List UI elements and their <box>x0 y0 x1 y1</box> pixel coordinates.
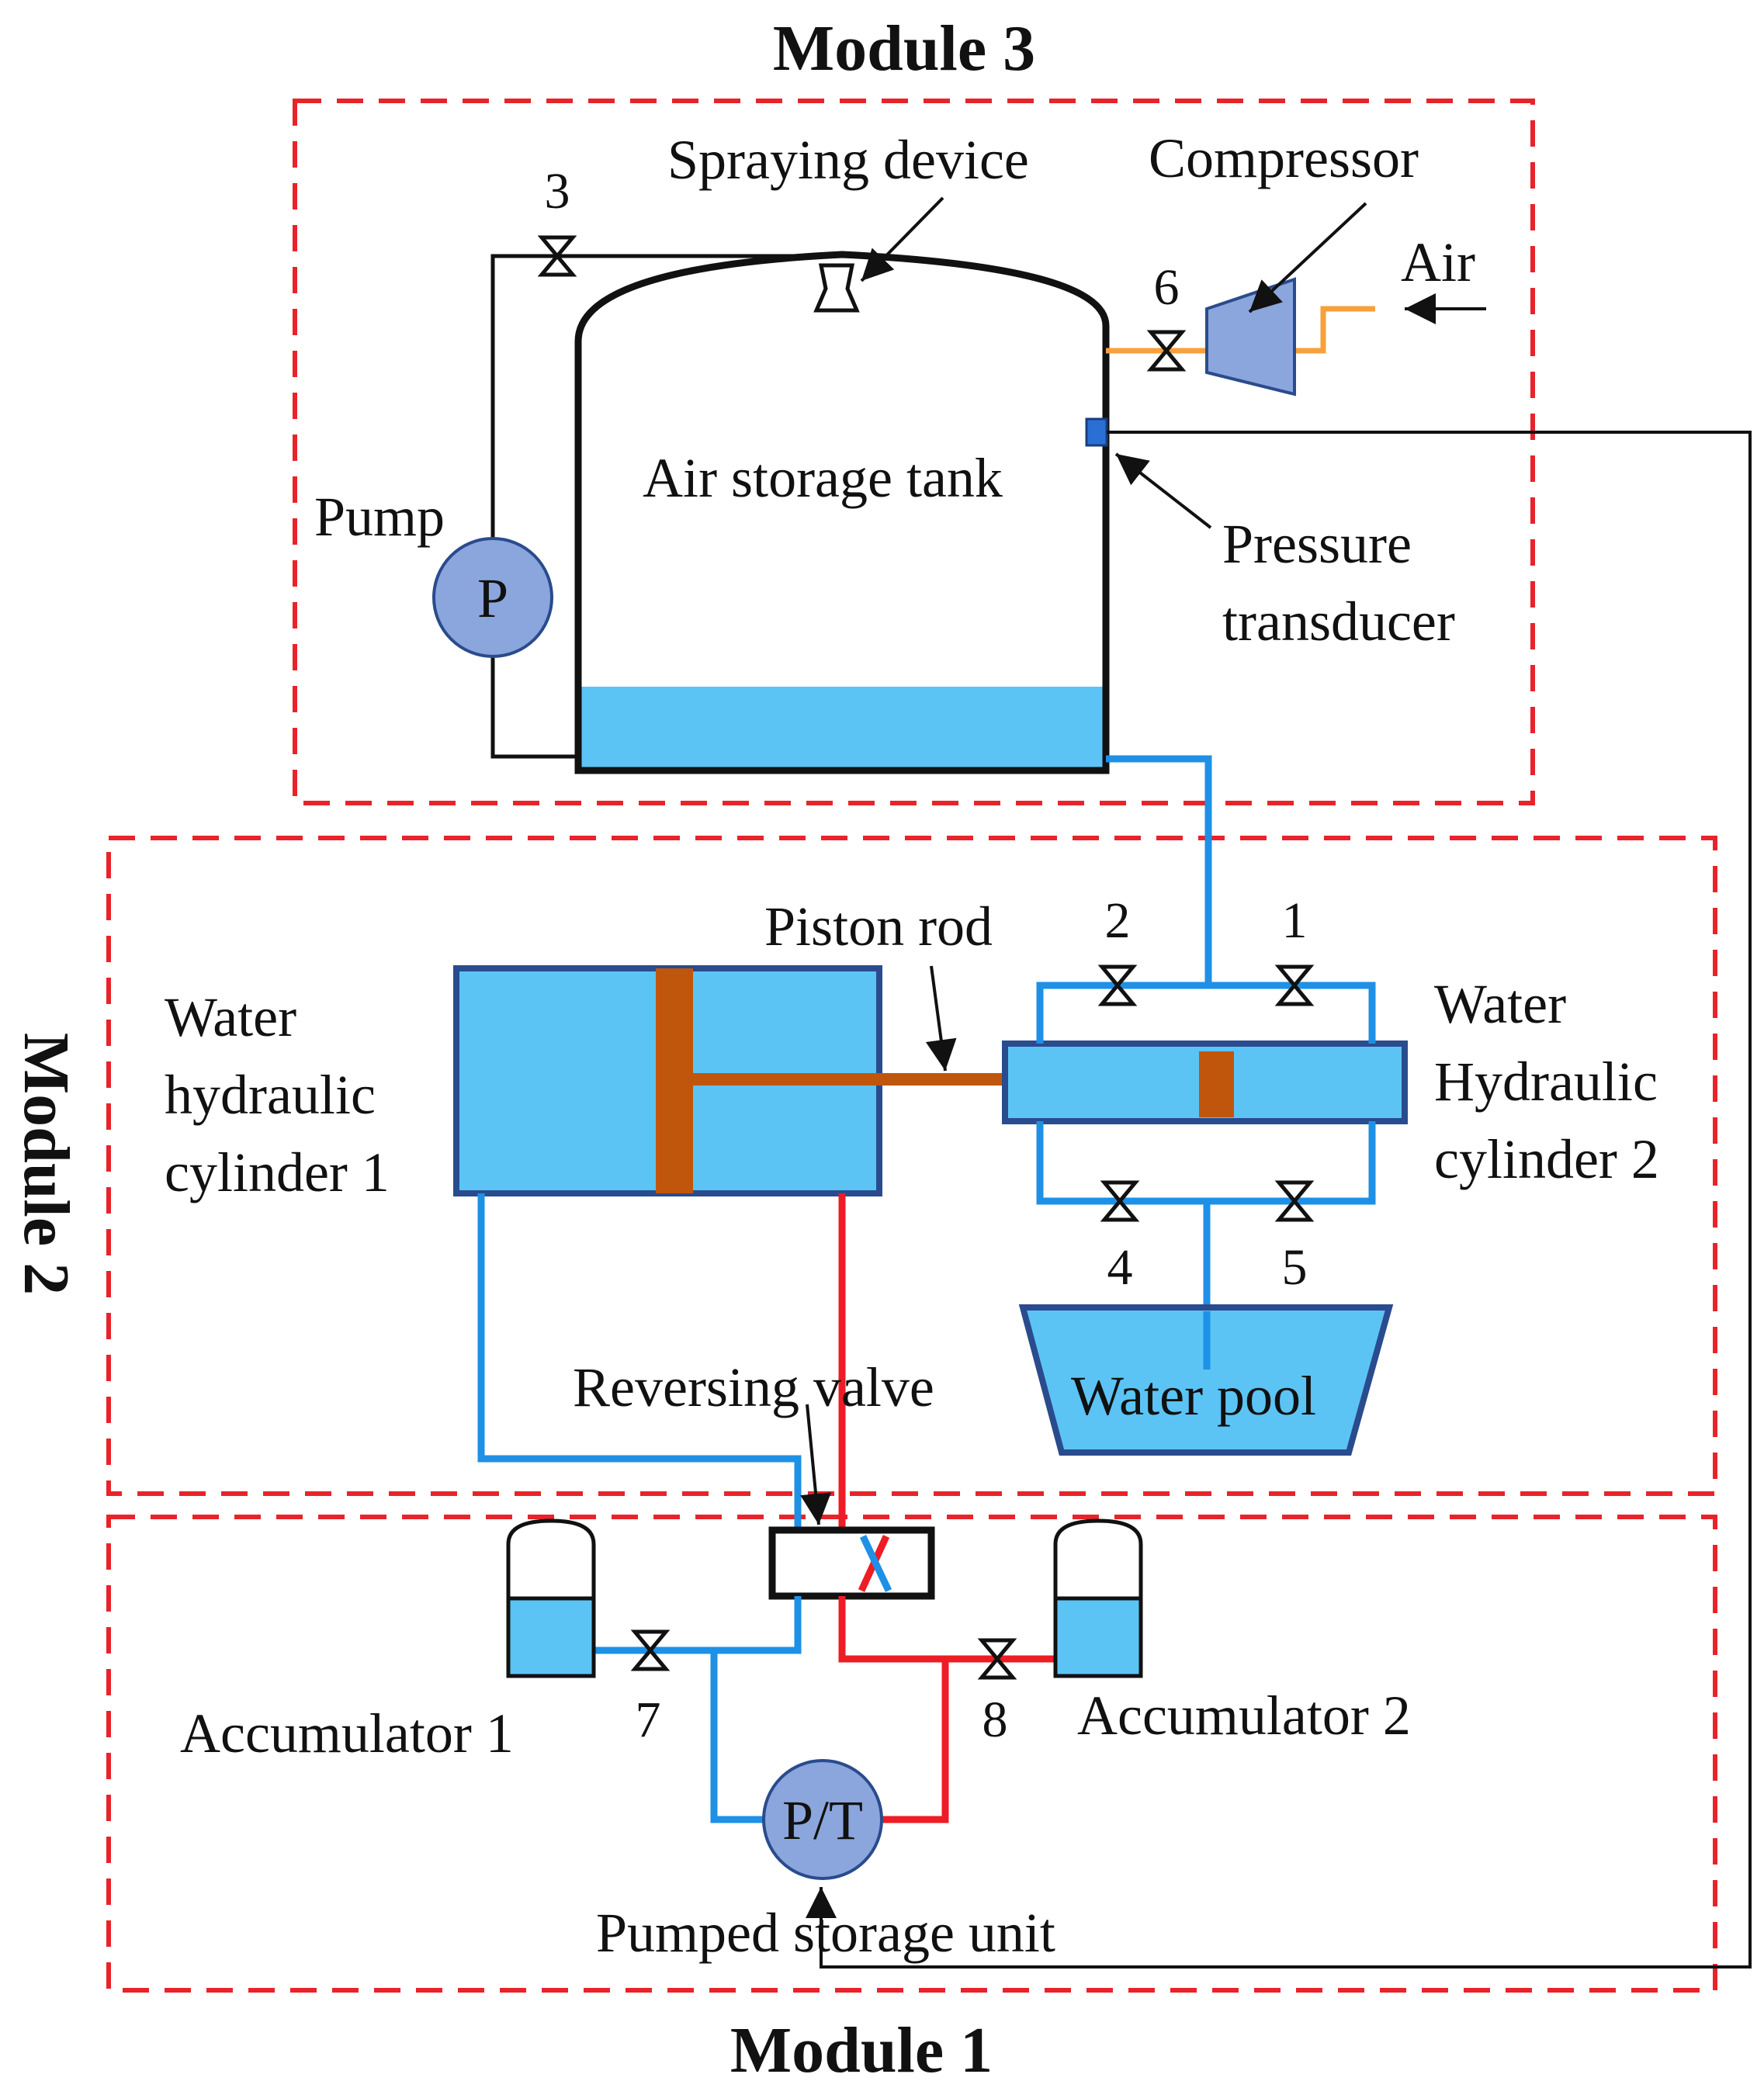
spraying-device-pointer <box>860 196 944 282</box>
cylinder-2-label-2: Hydraulic <box>1434 1051 1658 1113</box>
pressure-transducer-pointer <box>1114 452 1212 529</box>
valve-5-label: 5 <box>1282 1239 1308 1296</box>
module1-title: Module 1 <box>730 2014 993 2086</box>
module3-box <box>293 99 1535 805</box>
pressure-transducer-label-2: transducer <box>1222 590 1455 653</box>
cylinder-2-piston <box>1199 1051 1234 1117</box>
reversing-valve[interactable] <box>768 1526 935 1600</box>
cyl2-upper-loop <box>1036 982 1376 1044</box>
module2-title: Module 2 <box>10 1033 82 1295</box>
reversing-valve-blue-cross <box>859 1535 892 1592</box>
accumulator-2-label: Accumulator 2 <box>1077 1685 1411 1747</box>
pumped-storage-unit[interactable] <box>762 1759 883 1880</box>
compressor-label: Compressor <box>1149 127 1419 189</box>
compressor-icon[interactable] <box>1205 277 1296 396</box>
valve-7-label: 7 <box>636 1692 661 1748</box>
water-pool <box>1018 1304 1394 1456</box>
tank-water <box>578 687 1106 770</box>
module3-title: Module 3 <box>773 12 1035 85</box>
cyl2-lower-loop <box>1036 1121 1376 1205</box>
accumulator-1-label: Accumulator 1 <box>180 1702 514 1764</box>
module2-box <box>106 836 1717 1496</box>
pt-blue-pipe <box>710 1650 768 1823</box>
valve-4-label: 4 <box>1107 1239 1133 1296</box>
module1-box <box>106 1515 1717 1993</box>
air-label: Air <box>1401 231 1475 293</box>
spraying-device-label: Spraying device <box>667 129 1029 191</box>
compressor-pointer <box>1248 202 1367 313</box>
tank-outlet-pipe <box>1106 755 1212 985</box>
spraying-device-icon <box>813 263 860 313</box>
cylinder-2-label-3: cylinder 2 <box>1434 1128 1659 1190</box>
cylinder-1-label-3: cylinder 1 <box>165 1141 390 1203</box>
accumulator-1-top <box>506 1518 596 1598</box>
pump-loop-pipe <box>490 254 842 759</box>
cylinder-1-label-2: hydraulic <box>165 1064 376 1126</box>
acc1-blue-pipe <box>594 1596 802 1654</box>
pt-symbol: P/T <box>782 1789 863 1851</box>
accumulator-2-top <box>1053 1518 1143 1598</box>
valve-2-label: 2 <box>1105 892 1131 949</box>
cylinder-2-label-1: Water <box>1434 973 1566 1035</box>
accumulator-1 <box>506 1596 596 1678</box>
signal-line <box>806 431 1752 1969</box>
pump[interactable] <box>432 537 553 658</box>
reversing-valve-pointer <box>800 1404 832 1525</box>
compressor-air-pipe <box>1292 306 1375 354</box>
valve-8-label: 8 <box>983 1692 1008 1748</box>
pumped-storage-unit-label: Pumped storage unit <box>596 1902 1055 1964</box>
pressure-transducer-icon <box>1085 417 1108 447</box>
cyl1-blue-pipe <box>477 1193 802 1530</box>
acc2-red-pipe <box>838 1596 1055 1663</box>
accumulator-2 <box>1053 1596 1143 1678</box>
piston-rod-pointer <box>925 965 957 1072</box>
valve-3-label: 3 <box>545 163 570 220</box>
air-storage-tank-label: Air storage tank <box>643 447 1003 509</box>
piston-rod-label: Piston rod <box>764 895 993 957</box>
pressure-transducer-label-1: Pressure <box>1222 513 1412 575</box>
valve-1-label: 1 <box>1282 892 1308 949</box>
cylinder-1-piston <box>656 968 693 1193</box>
water-pool-label: Water pool <box>1071 1365 1316 1427</box>
cylinder-1-label-1: Water <box>165 986 296 1048</box>
pump-symbol: P <box>477 567 508 629</box>
pt-red-pipe <box>879 1659 949 1823</box>
reversing-valve-label: Reversing valve <box>573 1356 934 1418</box>
pump-label: Pump <box>314 486 445 548</box>
valve-6-label: 6 <box>1154 259 1180 316</box>
